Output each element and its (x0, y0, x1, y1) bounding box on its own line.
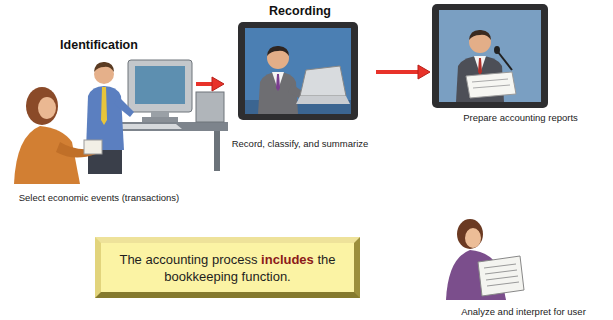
identification-illustration-part (101, 87, 107, 125)
recording-illustration-part (300, 66, 346, 96)
emphasis-word: includes (261, 252, 314, 267)
identification-illustration-part (38, 97, 56, 119)
recording-illustration (238, 22, 358, 120)
step-caption: Record, classify, and summarize (232, 138, 369, 150)
arrow-line (196, 82, 214, 86)
identification-illustration-part (94, 62, 114, 72)
identification-illustration-part (114, 96, 134, 117)
recording-illustration-part (296, 96, 350, 104)
recording-illustration-part (267, 46, 289, 56)
step-heading: Identification (60, 38, 138, 53)
recording-illustration-part (272, 72, 284, 90)
reporting-illustration-part (494, 46, 500, 54)
reader-illustration-part (478, 256, 524, 296)
reader-illustration-part (457, 219, 483, 249)
reporting-illustration-part (469, 30, 491, 40)
reader-illustration-part (484, 264, 516, 268)
reporting-illustration-part (498, 52, 512, 70)
identification-illustration-part (135, 66, 185, 104)
step-caption: Select economic events (transactions) (19, 192, 180, 204)
flow-arrow (196, 77, 224, 91)
step-heading: Recording (269, 4, 331, 19)
identification-illustration-part (128, 60, 192, 112)
process-step: RecordingRecord, classify, and summarize (224, 4, 376, 150)
note-text: The accounting process (119, 252, 257, 267)
arrow-head (212, 77, 224, 91)
process-step: Prepare accounting reports (430, 2, 611, 124)
recording-illustration-part (245, 28, 351, 114)
reporting-illustration-part (472, 79, 508, 82)
arrow-head (418, 65, 430, 79)
identification-illustration-part (26, 87, 58, 125)
reporting-illustration-part (432, 4, 548, 108)
reporting-illustration-part (439, 10, 541, 102)
reader-illustration (446, 219, 524, 300)
reader-illustration-part (465, 228, 481, 248)
recording-illustration-part (276, 74, 280, 91)
reporting-illustration-part (474, 56, 486, 74)
flow-arrow (376, 65, 430, 79)
process-step: IdentificationSelect economic events (tr… (2, 38, 196, 204)
reader-illustration-part (487, 282, 519, 286)
reporting-illustration-part (473, 85, 510, 88)
reader-illustration-part (485, 270, 517, 274)
process-step: Analyze and interpret for user (436, 214, 611, 318)
identification-illustration-part (214, 131, 220, 171)
recording-illustration-part (238, 22, 358, 120)
reporting-illustration (432, 4, 548, 108)
reporting-illustration-part (466, 72, 516, 98)
reader-illustration-part (486, 276, 518, 280)
step-caption: Prepare accounting reports (463, 112, 578, 124)
identification-illustration-part (84, 140, 102, 154)
identification-illustration (14, 60, 228, 184)
identification-illustration-part (114, 124, 182, 129)
identification-illustration-part (142, 117, 178, 122)
note-box: The accounting process includes the book… (95, 237, 360, 298)
reporting-illustration-part (478, 58, 482, 75)
arrow-line (376, 70, 420, 74)
note-text: The accounting process includes the book… (109, 251, 346, 285)
step-caption: Analyze and interpret for user (461, 306, 586, 318)
identification-illustration-part (196, 92, 224, 122)
